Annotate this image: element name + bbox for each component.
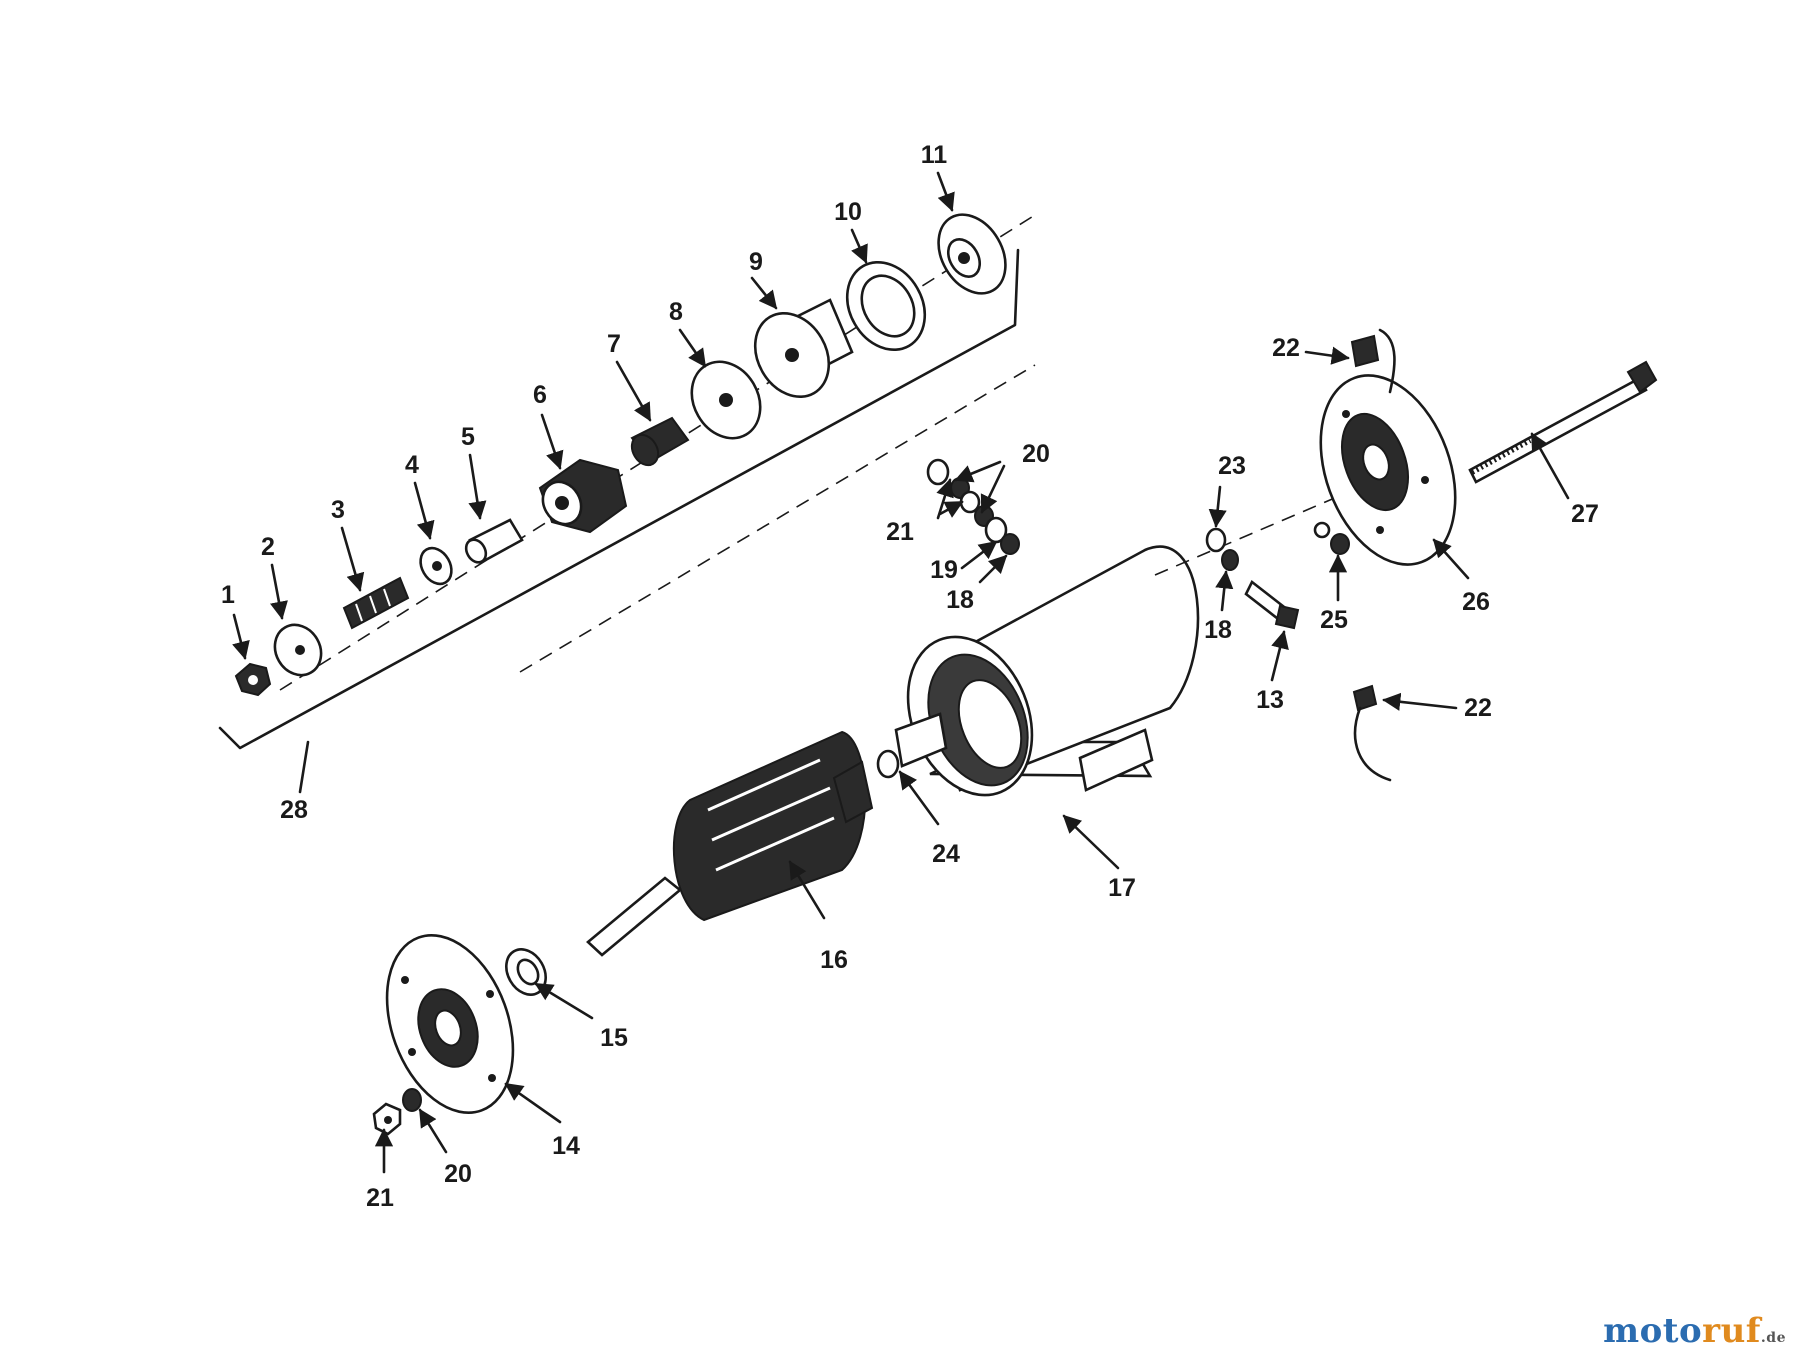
part-16-armature	[586, 730, 874, 957]
part-2-washer	[273, 623, 323, 677]
callout-5: 5	[461, 423, 475, 451]
callout-25: 25	[1320, 606, 1348, 634]
part-20-21-lower-nuts	[372, 1088, 422, 1136]
callout-7: 7	[607, 330, 621, 358]
part-10-ring	[845, 260, 927, 352]
part-9-damper	[753, 298, 854, 399]
callout-13: 13	[1256, 686, 1284, 714]
watermark-part2: ruf	[1702, 1311, 1761, 1351]
callout-21-bottom: 21	[366, 1184, 394, 1212]
watermark-tld: .de	[1760, 1330, 1786, 1346]
part-11-cup	[937, 213, 1007, 295]
callout-1: 1	[221, 581, 235, 609]
callout-28: 28	[280, 796, 308, 824]
part-6-pinion-gear	[538, 458, 628, 534]
callout-10: 10	[834, 198, 862, 226]
part-27-through-bolt	[1468, 360, 1658, 484]
callout-15: 15	[600, 1024, 628, 1052]
part-5-bushing	[464, 518, 524, 564]
part-1-nut	[234, 662, 272, 697]
callout-20-top: 20	[1022, 440, 1050, 468]
part-22-brush-bottom	[1352, 684, 1392, 782]
part-23-18-washers	[1205, 527, 1239, 571]
callout-21-top: 21	[886, 518, 914, 546]
callout-9: 9	[749, 248, 763, 276]
callout-24: 24	[932, 840, 960, 868]
part-13-terminal-bolt	[1244, 580, 1300, 630]
part-26-end-head	[1319, 374, 1457, 566]
callout-4: 4	[405, 451, 419, 479]
callout-17: 17	[1108, 874, 1136, 902]
callout-19: 19	[930, 556, 958, 584]
callout-18-right: 18	[1204, 616, 1232, 644]
callout-11: 11	[921, 141, 948, 169]
callout-labels: 1 2 3 4 5 6 7 8 9 10 11 28 20 21 19 18 2…	[221, 141, 1599, 1212]
part-24-washer	[876, 749, 900, 779]
callout-6: 6	[533, 381, 547, 409]
leader-arrows	[232, 171, 1570, 1174]
callout-27: 27	[1571, 500, 1599, 528]
part-7-clutch	[630, 416, 690, 467]
callout-23: 23	[1218, 452, 1246, 480]
part-3-spring	[342, 576, 410, 630]
part-14-end-head	[385, 934, 515, 1114]
callout-8: 8	[669, 298, 683, 326]
callout-22-top: 22	[1272, 334, 1300, 362]
watermark-part1: moto	[1603, 1311, 1703, 1351]
callout-16: 16	[820, 946, 848, 974]
part-25-nut	[1313, 521, 1350, 555]
callout-2: 2	[261, 533, 275, 561]
watermark-logo: motoruf.de	[1603, 1311, 1786, 1351]
callout-3: 3	[331, 496, 345, 524]
part-4-washer	[419, 546, 453, 586]
part-17-motor-frame	[894, 469, 1401, 797]
callout-26: 26	[1462, 588, 1490, 616]
part-22-brush-top	[1350, 328, 1396, 394]
callout-20-bottom: 20	[444, 1160, 472, 1188]
part-18-21-nut-stack	[926, 458, 1020, 555]
callout-18-left: 18	[946, 586, 974, 614]
callout-22-bottom: 22	[1464, 694, 1492, 722]
callout-14: 14	[552, 1132, 580, 1160]
part-15-washer	[505, 948, 547, 996]
